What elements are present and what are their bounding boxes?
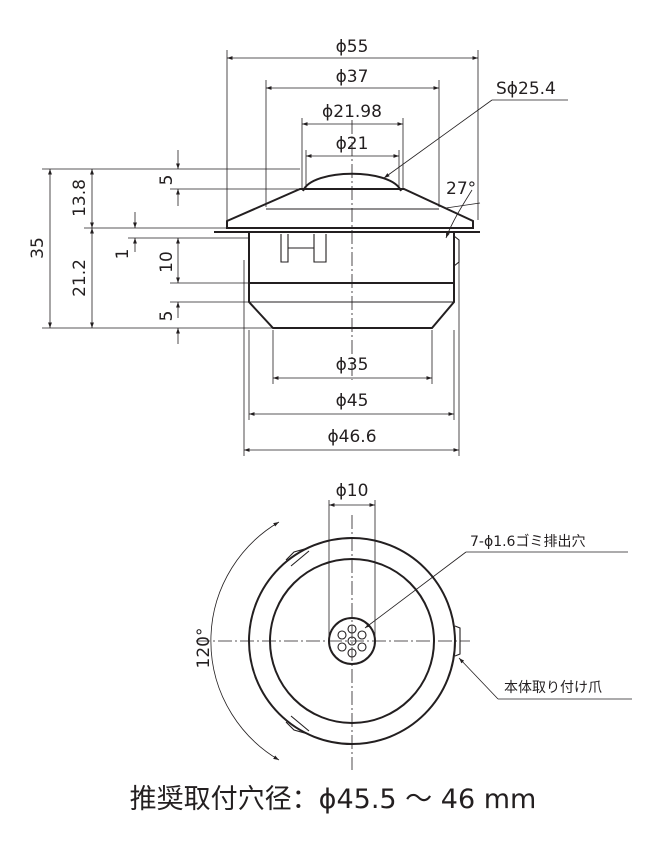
ball-outline <box>302 172 402 192</box>
dim-label-phi35: ϕ35 <box>336 355 369 375</box>
angle-120: 120° <box>194 521 280 761</box>
dim-label-5-bottom: 5 <box>157 311 177 322</box>
mounting-claw-upper-left-inner <box>290 550 310 567</box>
inner-tab-left <box>280 234 289 263</box>
mounting-claw-upper-left <box>285 545 313 561</box>
mounting-claw-lower-left-inner <box>290 715 310 732</box>
dim-label-13-8: 13.8 <box>70 179 90 217</box>
inner-tab-right <box>313 234 327 263</box>
label-angle-120: 120° <box>194 628 214 669</box>
dim-phi21-98: ϕ21.98 <box>301 102 404 188</box>
dim-height-5-bottom: 5 <box>157 302 180 344</box>
angle-27: 27° <box>445 179 481 239</box>
dim-height-21-2: 21.2 <box>70 228 94 328</box>
side-view: ϕ55 ϕ37 ϕ21.98 ϕ21 Sϕ25.4 <box>28 37 568 456</box>
dim-height-35: 35 <box>28 169 52 328</box>
dim-label-1: 1 <box>113 249 133 260</box>
recommended-hole-note: 推奨取付穴径：ϕ45.5 ～ 46 mm <box>130 784 537 815</box>
dim-phi37: ϕ37 <box>265 67 440 207</box>
dim-label-phi37: ϕ37 <box>336 67 369 87</box>
flange-outline <box>226 188 474 229</box>
dim-height-5-top: 5 <box>157 150 180 206</box>
dim-phi46-6: ϕ46.6 <box>243 260 460 456</box>
mounting-claw-right <box>453 235 460 267</box>
dim-phi35: ϕ35 <box>272 330 433 384</box>
dim-phi45: ϕ45 <box>248 330 455 420</box>
body-circle <box>269 558 435 724</box>
dim-label-phi21-98: ϕ21.98 <box>322 102 382 122</box>
drain-holes <box>337 624 367 658</box>
dim-label-5-top: 5 <box>157 175 177 186</box>
mounting-claw-right-bottom <box>454 625 461 657</box>
dim-phi10: ϕ10 <box>328 481 376 641</box>
dim-label-phi55: ϕ55 <box>336 37 369 57</box>
dim-label-phi45: ϕ45 <box>336 391 369 411</box>
label-drain-holes: 7-ϕ1.6ゴミ排出穴 <box>470 533 585 550</box>
dim-phi55: ϕ55 <box>226 37 479 220</box>
outer-flange-circle <box>248 537 456 745</box>
dim-label-21-2: 21.2 <box>70 259 90 297</box>
dim-height-13-8: 13.8 <box>70 169 94 228</box>
dim-label-phi10: ϕ10 <box>336 481 369 501</box>
upper-body-outline <box>248 232 455 284</box>
label-sphere: Sϕ25.4 <box>496 79 556 99</box>
dim-phi21: ϕ21 <box>305 134 400 188</box>
dim-label-phi46-6: ϕ46.6 <box>327 427 376 447</box>
mounting-claw-lower-left <box>285 721 313 737</box>
callout-claw: 本体取り付け爪 <box>458 657 632 700</box>
bottom-view: ϕ10 7-ϕ1.6ゴミ排出穴 本体取り付け爪 120° <box>194 481 632 770</box>
callout-sphere: Sϕ25.4 <box>383 79 568 179</box>
label-claw: 本体取り付け爪 <box>504 680 602 696</box>
callout-drain-holes: 7-ϕ1.6ゴミ排出穴 <box>364 533 628 629</box>
label-angle-27: 27° <box>446 179 476 199</box>
dim-height-1: 1 <box>113 212 137 260</box>
dim-label-10: 10 <box>157 251 177 273</box>
dim-label-35: 35 <box>28 237 48 259</box>
dim-label-phi21: ϕ21 <box>336 134 369 154</box>
dim-height-10: 10 <box>157 238 180 283</box>
lower-body-outline <box>248 283 455 329</box>
